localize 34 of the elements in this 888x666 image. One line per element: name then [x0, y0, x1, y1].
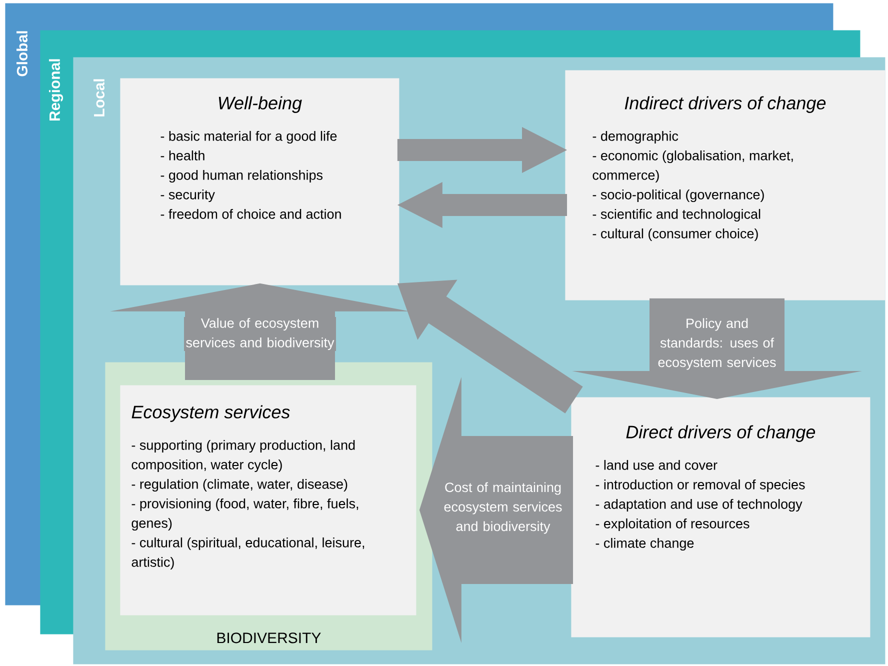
box-heading: Indirect drivers of change	[624, 96, 826, 113]
list-item: - climate change	[596, 538, 694, 551]
area-label: BIODIVERSITY	[217, 632, 321, 644]
list-item: - adaptation and use of technology	[596, 498, 802, 512]
list-item: - cultural (spiritual, educational, leisure, artistic)	[132, 537, 364, 570]
edge-label: Value of ecosystem services and biodiversity	[186, 318, 334, 350]
block-arrow	[397, 280, 583, 414]
text-box	[120, 385, 416, 616]
block-arrow	[397, 182, 567, 228]
text-box	[120, 78, 400, 286]
list-item: - exploitation of resources	[596, 518, 750, 532]
list-item: - good human relationships	[160, 170, 323, 183]
list-item: - freedom of choice and action	[160, 208, 341, 219]
list-item: - introduction or removal of species	[596, 479, 805, 492]
edge-label: Cost of maintaining ecosystem services and biodiversity	[444, 482, 562, 534]
list-item: - land use and cover	[596, 460, 718, 470]
text-box	[571, 397, 870, 638]
box-heading: Well-being	[218, 96, 302, 113]
list-item: - socio-political (governance)	[592, 189, 764, 202]
box-heading: Ecosystem services	[132, 405, 290, 422]
list-item: - scientific and technological	[592, 208, 760, 222]
list-item: - demographic	[592, 130, 678, 144]
list-item: - provisioning (food, water, fibre, fuels, genes)	[132, 498, 358, 531]
list-item: - cultural (consumer choice)	[592, 228, 758, 242]
list-item: - health	[160, 150, 204, 160]
list-item: - economic (globalisation, market, commerce)	[592, 150, 793, 183]
list-item: - security	[160, 189, 215, 202]
list-item: - basic material for a good life	[160, 130, 337, 144]
list-item: - regulation (climate, water, disease)	[132, 478, 348, 492]
box-heading: Direct drivers of change	[626, 425, 816, 442]
list-item: - supporting (primary production, land composition, water cycle)	[132, 440, 355, 472]
edge-label: Policy and standards: uses of ecosystem services	[658, 318, 776, 370]
block-arrow	[397, 127, 567, 173]
text-box	[565, 70, 886, 300]
